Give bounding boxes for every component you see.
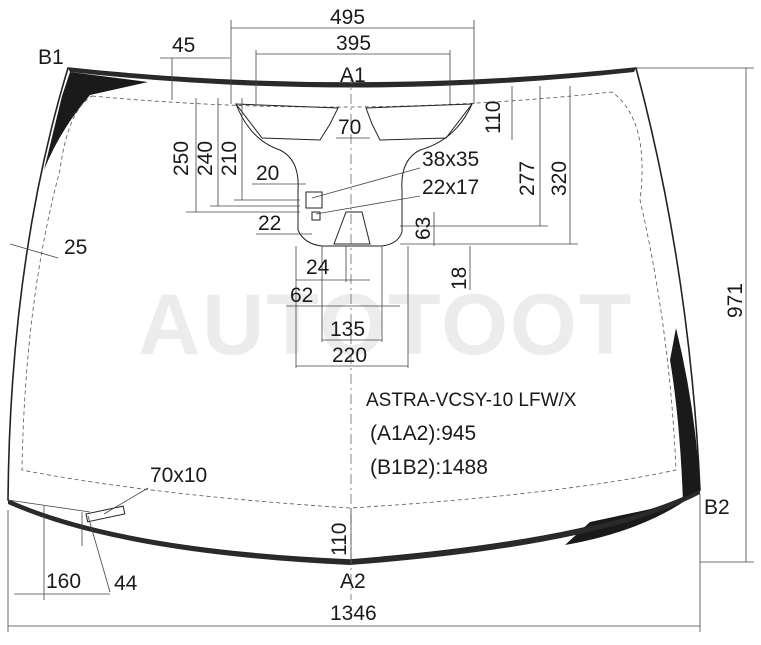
dim-70x10: 70x10 bbox=[150, 464, 207, 487]
dim-44: 44 bbox=[114, 572, 138, 595]
dim-495: 495 bbox=[330, 6, 365, 29]
dim-250: 250 bbox=[170, 141, 193, 176]
dim-38x35: 38x35 bbox=[422, 148, 479, 171]
point-b2: B2 bbox=[704, 496, 730, 519]
dim-20: 20 bbox=[256, 162, 279, 185]
dim-971: 971 bbox=[724, 283, 747, 318]
part-code: ASTRA-VCSY-10 LFW/X bbox=[366, 390, 577, 411]
ceramic-band-bottom bbox=[8, 490, 700, 565]
dim-277: 277 bbox=[516, 161, 539, 196]
visible-area-outline bbox=[21, 91, 677, 509]
vin-window bbox=[85, 505, 126, 523]
dim-18: 18 bbox=[448, 267, 471, 290]
dim-70: 70 bbox=[338, 116, 361, 139]
dim-110-bottom: 110 bbox=[328, 523, 351, 556]
dim-45: 45 bbox=[172, 34, 195, 57]
dim-24: 24 bbox=[306, 256, 330, 279]
sensor-zone-bottom bbox=[333, 211, 371, 245]
ceramic-corner-top-left bbox=[44, 72, 148, 170]
sensor-22x17 bbox=[311, 211, 321, 221]
dim-63: 63 bbox=[412, 217, 435, 240]
dim-22: 22 bbox=[258, 212, 281, 235]
dim-240: 240 bbox=[194, 141, 217, 176]
ceramic-corner-right bbox=[670, 328, 700, 502]
ceramic-band-top bbox=[68, 68, 636, 88]
dim-135: 135 bbox=[330, 318, 365, 341]
mirror-zone-left bbox=[234, 103, 339, 141]
sensor-38x35 bbox=[305, 191, 323, 209]
point-a2: A2 bbox=[340, 570, 366, 593]
dim-62: 62 bbox=[290, 284, 313, 307]
dim-110-top: 110 bbox=[482, 101, 505, 134]
dim-320: 320 bbox=[548, 161, 571, 196]
measurement-b1b2: (B1B2):1488 bbox=[370, 456, 488, 479]
mirror-zone-right bbox=[365, 103, 474, 141]
point-a1: A1 bbox=[340, 64, 366, 87]
dim-1346: 1346 bbox=[330, 602, 377, 625]
dim-220: 220 bbox=[332, 344, 367, 367]
dim-25: 25 bbox=[64, 236, 87, 259]
dim-395: 395 bbox=[336, 32, 371, 55]
dim-22x17: 22x17 bbox=[422, 176, 479, 199]
point-b1: B1 bbox=[38, 46, 64, 69]
watermark: AUTOTOOT bbox=[138, 277, 633, 373]
sensor-cutout bbox=[235, 103, 473, 247]
dim-210: 210 bbox=[218, 141, 241, 176]
measurement-a1a2: (A1A2):945 bbox=[370, 422, 476, 445]
dim-160: 160 bbox=[46, 570, 81, 593]
